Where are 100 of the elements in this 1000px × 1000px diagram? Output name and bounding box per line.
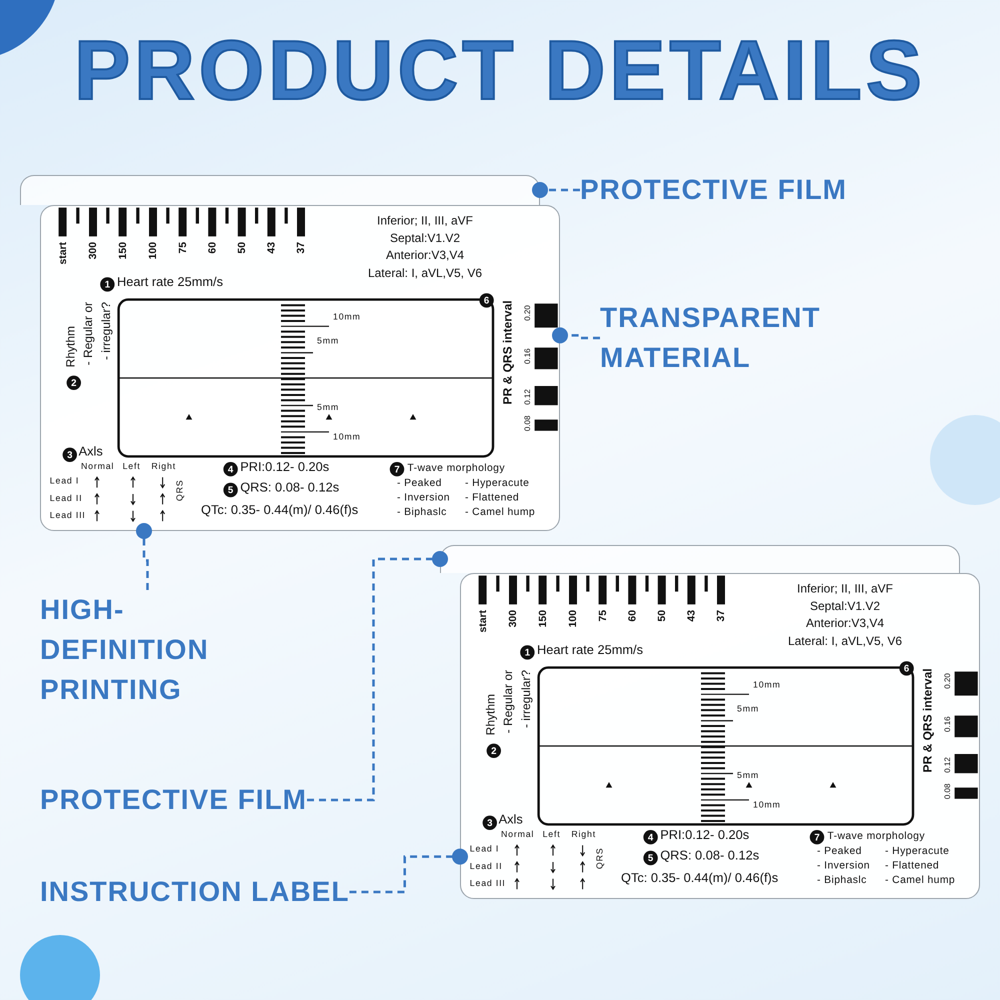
scale-number: 50 [656,610,668,622]
card-text: PR & QRS interval [502,300,515,404]
number-badge: 2 [66,376,81,390]
card-text: QRS: 0.08- 0.12s [240,481,340,496]
scale-number: 0.16 [523,348,532,364]
callout-label: PROTECTIVE FILM [40,780,307,820]
card-text: 5mm [737,770,759,780]
card-text: Normal [501,830,534,840]
card-text: Rhythm [65,326,78,368]
scale-number: 0.08 [523,416,532,432]
scale-number: 300 [87,242,99,260]
scale-number: 75 [177,242,188,254]
card-text: - Peaked [397,477,442,489]
card-text: - Biphaslc [817,874,867,886]
scale-number: start [477,610,488,633]
card-text: 10mm [333,432,361,442]
card-text: 5mm [737,704,759,714]
scale-number: 150 [537,610,548,628]
card-text: T-wave morphology [407,462,505,474]
number-badge: 4 [643,830,658,844]
lead-group-text: Anterior:V3,V4 [806,617,884,630]
lead-group-text: Lateral: I, aVL,V5, V6 [788,636,902,649]
number-badge: 4 [223,462,238,476]
card-text: Axls [498,813,523,828]
card-text: Lead I [470,844,500,854]
card-text: Normal [81,462,114,472]
number-badge: 3 [482,816,497,830]
card-text: 10mm [753,680,781,690]
leader-line [136,523,152,590]
card-text: - Regular or [502,670,516,734]
scale-number: 0.12 [523,389,532,405]
card-text: Rhythm [485,694,498,736]
card-text: Lead III [50,510,86,520]
card-text: 10mm [753,800,781,810]
callout-label: TRANSPARENT MATERIAL [600,298,840,378]
scale-number: 43 [686,610,698,622]
card-text: Right [571,830,596,840]
scale-number: 75 [597,610,608,622]
leader-line [307,551,448,802]
protective-film [20,175,540,205]
card-text: QRS [595,848,606,870]
card-text: - Inversion [817,860,870,872]
printed-card [40,205,560,531]
card-text: Right [151,462,176,472]
scale-number: 0.16 [943,716,952,732]
card-text: Lead II [470,862,502,872]
card-text: 10mm [333,312,361,322]
number-badge: 5 [643,850,658,866]
lead-group-text: Inferior; II, III, aVF [796,582,894,596]
card-text: 5mm [317,336,339,346]
number-badge: 1 [520,645,535,660]
card-text: - Camel hump [885,874,956,886]
scale-number: 100 [567,610,579,628]
lead-group-text: Septal:V1.V2 [810,600,880,614]
scale-number: 37 [715,610,727,622]
card-text: PRI:0.12- 0.20s [660,828,750,842]
scale-number: start [57,242,68,265]
scale-number: 0.20 [523,305,532,321]
leader-line [349,848,468,894]
lead-group-text: Inferior; II, III, aVF [376,214,474,228]
scale-number: 50 [236,242,248,254]
leader-line [552,327,600,344]
callout-label: PROTECTIVE FILM [580,170,847,210]
number-badge: 2 [486,744,501,758]
number-badge: 6 [899,661,914,676]
scale-number: 150 [117,242,128,260]
lead-group-text: Septal:V1.V2 [390,232,460,246]
scale-number: 0.12 [943,757,952,773]
scale-number: 37 [295,242,307,254]
card-text: PR & QRS interval [922,668,935,772]
callout-label: INSTRUCTION LABEL [40,872,350,912]
card-text: - Flattened [885,860,940,872]
number-badge: 6 [479,293,494,308]
scale-number: 300 [507,610,519,628]
card-text: Heart rate 25mm/s [117,276,223,290]
scale-number: 100 [147,242,159,260]
card-text: - Regular or [82,302,96,366]
lead-group-text: Anterior:V3,V4 [386,249,464,262]
card-text: - irregular? [520,670,534,728]
number-badge: 3 [62,448,77,462]
page-title: PRODUCT DETAILS [74,22,926,119]
card-text: - irregular? [100,302,114,360]
printed-card [460,573,980,899]
card-text: Axls [78,445,103,460]
card-text: - Biphaslc [397,506,447,518]
number-badge: 7 [390,462,404,476]
card-text: - Hyperacute [465,477,530,489]
scale-number: 60 [626,610,638,622]
number-badge: 1 [100,277,115,292]
card-text: Left [542,830,560,840]
card-text: QRS: 0.08- 0.12s [660,849,760,864]
lead-group-text: Lateral: I, aVL,V5, V6 [368,268,482,281]
card-text: Left [122,462,140,472]
card-text: - Flattened [465,492,520,504]
card-text: PRI:0.12- 0.20s [240,460,330,474]
card-text: - Camel hump [465,506,536,518]
card-text: QTc: 0.35- 0.44(m)/ 0.46(f)s [621,872,778,886]
card-text: Heart rate 25mm/s [537,644,643,658]
card-text: 5mm [317,402,339,412]
card-text: Lead III [470,878,506,888]
